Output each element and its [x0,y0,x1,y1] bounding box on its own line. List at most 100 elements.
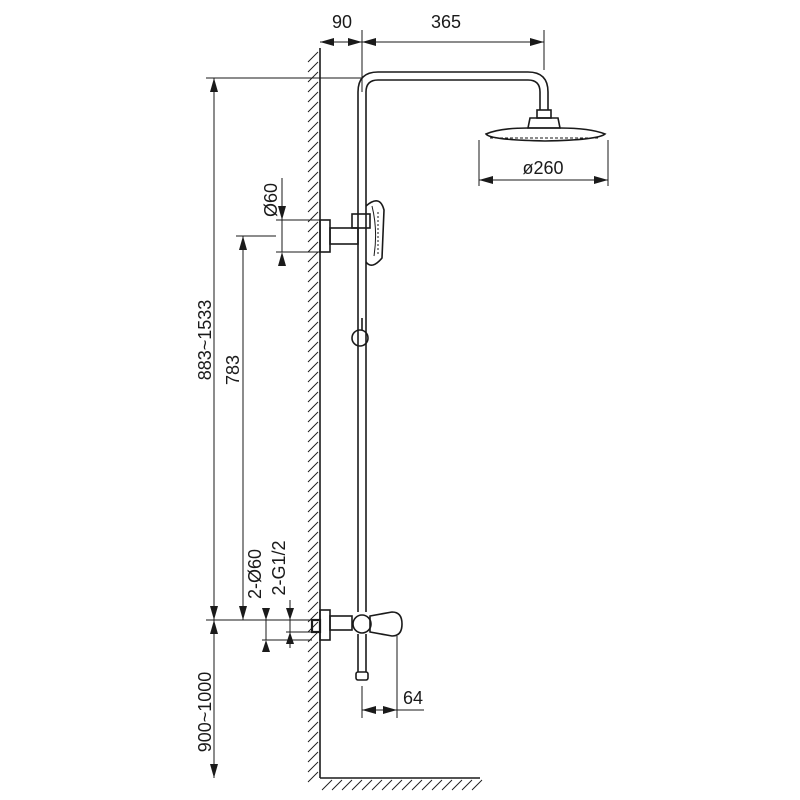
floor-hatching [321,779,483,791]
wall-hatch-line [307,531,319,543]
wall-hatch-line [307,351,319,363]
wall-hatch-line [307,341,319,353]
wall-hatch-line [307,561,319,573]
wall-hatch-line [307,731,319,743]
wall-hatch-line [307,751,319,763]
wall-hatch-line [307,381,319,393]
wall-hatch-line [307,91,319,103]
wall-hatch-line [307,591,319,603]
dim-rail-height: 783 [223,235,276,620]
dim-total-height: 883~1533 [195,77,362,620]
wall-hatch-line [307,471,319,483]
wall-hatch-line [307,491,319,503]
floor-hatch-line [471,779,483,791]
dim-wall-offset: 90 [320,12,363,92]
wall-hatch-line [307,111,319,123]
slider-knob [351,318,369,347]
wall-hatch-line [307,671,319,683]
wall-hatch-line [307,481,319,493]
wall-hatch-line [307,361,319,373]
wall-hatch-line [307,281,319,293]
wall-hatch-line [307,431,319,443]
arm-length-label: 365 [431,12,461,32]
wall-hatch-line [307,171,319,183]
head-diameter-label: ø260 [522,158,563,178]
wall-hatch-line [307,301,319,313]
floor-hatch-line [441,779,453,791]
dim-bracket-diameter: Ø60 [261,178,320,266]
floor-hatch-line [331,779,343,791]
wall-hatch-line [307,411,319,423]
wall-hatch-line [307,551,319,563]
wall-hatch-line [307,291,319,303]
wall-hatch-line [307,641,319,653]
floor-hatch-line [391,779,403,791]
wall-hatch-line [307,661,319,673]
wall-hatch-line [307,691,319,703]
wall-hatch-line [307,681,319,693]
wall-hatch-line [307,441,319,453]
wall-hatch-line [307,61,319,73]
dim-flange-thread: 2-Ø60 2-G1/2 [206,540,320,652]
floor-hatch-line [401,779,413,791]
wall-hatch-line [307,421,319,433]
wall-hatch-line [307,131,319,143]
wall [307,48,321,783]
floor-hatch-line [431,779,443,791]
wall-hatch-line [307,231,319,243]
wall-hatch-line [307,521,319,533]
wall-hatch-line [307,311,319,323]
wall-hatch-line [307,321,319,333]
total-height-label: 883~1533 [195,300,215,381]
floor-hatch-line [451,779,463,791]
flange-diameter-label: 2-Ø60 [245,549,265,599]
wall-hatch-line [307,201,319,213]
wall-hatch-line [307,221,319,233]
wall-hatch-line [307,761,319,773]
wall-hatch-line [307,81,319,93]
overhead-shower-head [484,109,607,142]
floor [320,777,483,791]
wall-hatch-line [307,151,319,163]
wall-hatch-line [307,371,319,383]
floor-hatch-line [361,779,373,791]
wall-hatch-line [307,141,319,153]
mixer-valve [310,609,403,681]
wall-hatch-line [307,101,319,113]
wall-hatch-line [307,401,319,413]
wall-hatch-line [307,71,319,83]
floor-hatch-line [351,779,363,791]
wall-offset-label: 90 [332,12,352,32]
floor-hatch-line [411,779,423,791]
rail-height-label: 783 [223,355,243,385]
wall-hatch-line [307,191,319,203]
wall-hatch-line [307,261,319,273]
floor-hatch-line [421,779,433,791]
wall-hatch-line [307,451,319,463]
wall-hatch-line [307,741,319,753]
wall-hatch-line [307,241,319,253]
wall-hatch-line [307,161,319,173]
wall-hatch-line [307,181,319,193]
upper-wall-bracket [319,213,371,253]
wall-hatching [307,51,319,783]
wall-hatch-line [307,501,319,513]
wall-hatch-line [307,461,319,473]
floor-hatch-line [371,779,383,791]
wall-hatch-line [307,541,319,553]
wall-hatch-line [307,511,319,523]
wall-hatch-line [307,581,319,593]
bracket-diameter-label: Ø60 [261,183,281,217]
floor-hatch-line [341,779,353,791]
floor-hatch-line [461,779,473,791]
wall-hatch-line [307,701,319,713]
wall-hatch-line [307,571,319,583]
wall-hatch-line [307,121,319,133]
dim-head-diameter: ø260 [478,140,609,186]
thread-label: 2-G1/2 [269,540,289,595]
mixer-depth-label: 64 [403,688,423,708]
wall-hatch-line [307,251,319,263]
dim-mixer-depth: 64 [361,636,424,718]
wall-hatch-line [307,651,319,663]
